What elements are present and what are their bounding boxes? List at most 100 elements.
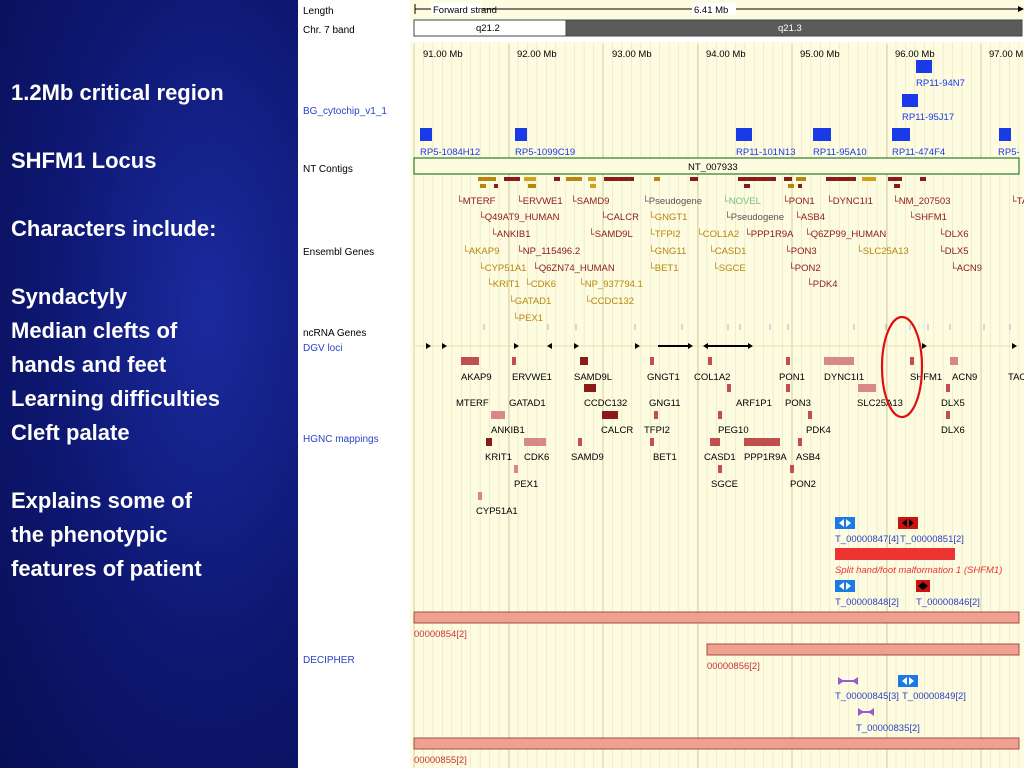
decipher-item-label[interactable]: T_00000835[2] [856,723,920,734]
hgnc-gene-label[interactable]: BET1 [653,452,677,463]
hgnc-gene-label[interactable]: AKAP9 [461,372,492,383]
hgnc-gene-label[interactable]: CCDC132 [584,398,627,409]
ensembl-gene-label[interactable]: └TFPI2 [648,228,681,240]
hgnc-gene-label[interactable]: SAMD9 [571,452,604,463]
hgnc-gene-label[interactable]: COL1A2 [694,372,730,383]
track-label-hgnc-mappings[interactable]: HGNC mappings [303,434,379,445]
ensembl-gene-label[interactable]: └PON2 [788,262,821,274]
clone-label[interactable]: RP11-94N7 [916,78,965,89]
decipher-bar[interactable] [413,611,1020,624]
ensembl-gene-label[interactable]: └ASB4 [794,211,825,223]
hgnc-gene-label[interactable]: ACN9 [952,372,977,383]
ensembl-gene-label[interactable]: └BET1 [648,262,679,274]
hgnc-gene-label[interactable]: PPP1R9A [744,452,787,463]
ensembl-gene-label[interactable]: └ANKIB1 [490,228,531,240]
hgnc-gene-label[interactable]: KRIT1 [485,452,512,463]
clone-marker[interactable] [999,128,1011,141]
ensembl-gene-label[interactable]: └SAMD9L [588,228,633,240]
ensembl-gene-label[interactable]: └GATAD1 [508,295,551,307]
hgnc-gene-label[interactable]: PON3 [785,398,811,409]
ensembl-gene-label[interactable]: └CDK6 [524,278,556,290]
ensembl-gene-label[interactable]: └PEX1 [512,312,543,324]
clone-label[interactable]: RP11-101N13 [736,147,796,158]
clone-label[interactable]: RP5-1099C19 [515,147,575,158]
ensembl-gene-label[interactable]: └ERVWE1 [516,195,563,207]
ensembl-gene-label[interactable]: └SGCE [712,262,746,274]
ensembl-gene-label[interactable]: └AKAP9 [462,245,499,257]
hgnc-gene-label[interactable]: GNG11 [649,398,681,409]
ensembl-gene-label[interactable]: └CASD1 [708,245,746,257]
hgnc-gene-label[interactable]: GNGT1 [647,372,680,383]
clone-marker[interactable] [892,128,910,141]
ensembl-gene-label[interactable]: └PON3 [784,245,817,257]
hgnc-gene-label[interactable]: DLX5 [941,398,965,409]
clone-label[interactable]: RP5-1084H12 [420,147,480,158]
ensembl-gene-label[interactable]: └NOVEL [722,195,761,207]
decipher-bar[interactable] [413,737,1020,750]
hgnc-gene-label[interactable]: SHFM1 [910,372,942,383]
ensembl-gene-label[interactable]: └DYNC1I1 [826,195,873,207]
ensembl-gene-label[interactable]: └Pseudogene [642,195,702,207]
hgnc-gene-label[interactable]: PEG10 [718,425,749,436]
ensembl-gene-label[interactable]: └SAMD9 [570,195,609,207]
dgv-item-marker[interactable] [835,580,855,592]
dgv-item-label[interactable]: T_00000851[2] [900,534,964,545]
decipher-label[interactable]: 00000854[2] [414,629,467,640]
ensembl-gene-label[interactable]: └CYP51A1 [478,262,526,274]
hgnc-gene-label[interactable]: CYP51A1 [476,506,518,517]
ensembl-gene-label[interactable]: └PPP1R9A [744,228,794,240]
ensembl-gene-label[interactable]: └NP_937794.1 [578,278,643,290]
hgnc-gene-label[interactable]: PON1 [779,372,805,383]
hgnc-gene-label[interactable]: ERVWE1 [512,372,552,383]
hgnc-gene-label[interactable]: DYNC1I1 [824,372,864,383]
ensembl-gene-label[interactable]: └GNG11 [648,245,686,257]
dgv-item-label[interactable]: T_00000846[2] [916,597,980,608]
hgnc-gene-label[interactable]: SAMD9L [574,372,612,383]
hgnc-gene-label[interactable]: ARF1P1 [736,398,772,409]
nt-contig-box[interactable] [413,157,1020,175]
ensembl-gene-label[interactable]: └SHFM1 [908,211,947,223]
hgnc-gene-label[interactable]: PON2 [790,479,816,490]
clone-marker[interactable] [515,128,527,141]
hgnc-gene-label[interactable]: SGCE [711,479,738,490]
clone-marker[interactable] [420,128,432,141]
track-label-bg-cytochip[interactable]: BG_cytochip_v1_1 [303,106,387,117]
decipher-item-label[interactable]: T_00000845[3] [835,691,899,702]
dgv-item-marker[interactable] [898,517,918,529]
ensembl-gene-label[interactable]: └SLC25A13 [856,245,909,257]
hgnc-gene-label[interactable]: CALCR [601,425,633,436]
hgnc-gene-label[interactable]: PDK4 [806,425,831,436]
decipher-label[interactable]: 00000855[2] [414,755,467,766]
nt-contig-label[interactable]: NT_007933 [688,162,738,173]
ensembl-gene-label[interactable]: └CCDC132 [584,295,634,307]
ensembl-gene-label[interactable]: └PON1 [782,195,815,207]
decipher-item-label[interactable]: T_00000849[2] [902,691,966,702]
hgnc-gene-label[interactable]: DLX6 [941,425,965,436]
hgnc-gene-label[interactable]: TAC [1008,372,1024,383]
decipher-item-marker[interactable] [898,675,918,687]
ensembl-gene-label[interactable]: └NP_115496.2 [516,245,580,257]
ensembl-gene-label[interactable]: └Pseudogene [724,211,784,223]
clone-label[interactable]: RP11-474F4 [892,147,945,158]
hgnc-gene-label[interactable]: CDK6 [524,452,549,463]
clone-marker[interactable] [736,128,752,141]
clone-marker[interactable] [916,60,932,73]
track-label-decipher[interactable]: DECIPHER [303,655,355,666]
clone-marker[interactable] [813,128,831,141]
clone-label[interactable]: RP11-95A10 [813,147,867,158]
hgnc-gene-label[interactable]: CASD1 [704,452,736,463]
track-label-dgv-loci[interactable]: DGV loci [303,343,342,354]
ensembl-gene-label[interactable]: └GNGT1 [648,211,687,223]
dgv-item-label[interactable]: T_00000848[2] [835,597,899,608]
ensembl-gene-label[interactable]: └DLX5 [938,245,969,257]
shfm1-region-label[interactable]: Split hand/foot malformation 1 (SHFM1) [835,565,1002,576]
hgnc-gene-label[interactable]: ANKIB1 [491,425,525,436]
hgnc-gene-label[interactable]: GATAD1 [509,398,546,409]
shfm1-region-bar[interactable] [835,548,955,560]
ensembl-gene-label[interactable]: └NM_207503 [892,195,951,207]
clone-label[interactable]: RP11-95J17 [902,112,954,123]
dgv-item-marker[interactable] [835,517,855,529]
hgnc-gene-label[interactable]: SLC25A13 [857,398,903,409]
ensembl-gene-label[interactable]: └TA [1010,195,1024,207]
ensembl-gene-label[interactable]: └MTERF [456,195,496,207]
